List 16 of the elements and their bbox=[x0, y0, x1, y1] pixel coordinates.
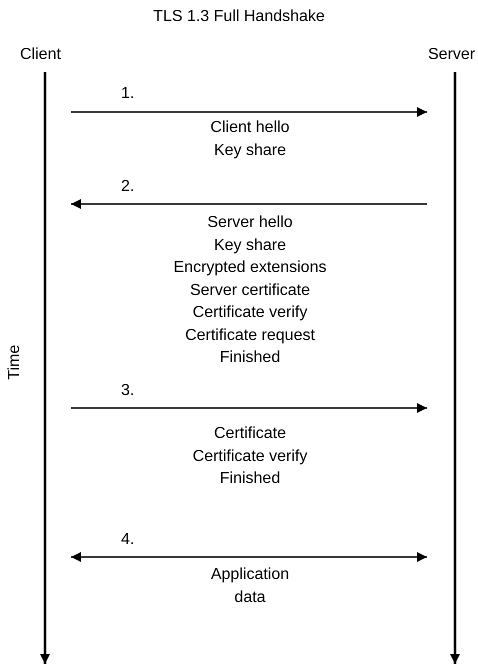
message-arrow bbox=[71, 403, 427, 413]
edge-label: Certificate Certificate verify Finished bbox=[192, 424, 308, 489]
participant-name: Client bbox=[20, 45, 61, 65]
message-arrow bbox=[71, 107, 427, 117]
edge-label: Server hello Key share Encrypted extensions Server certificate Certificate verify Certificate request Finished bbox=[172, 213, 328, 368]
axis-label: Time bbox=[5, 344, 24, 380]
message-arrow bbox=[71, 199, 427, 209]
message-arrow bbox=[71, 552, 427, 562]
edge-label: Client hello Key share bbox=[209, 118, 291, 160]
diagram-title: TLS 1.3 Full Handshake bbox=[152, 7, 326, 27]
step-number: 2. bbox=[121, 177, 134, 197]
step-number: 4. bbox=[121, 530, 134, 550]
step-number: 1. bbox=[121, 84, 134, 104]
participant-name: Server bbox=[428, 45, 476, 65]
edge-label: Application data bbox=[210, 565, 290, 608]
step-number: 3. bbox=[121, 381, 134, 401]
